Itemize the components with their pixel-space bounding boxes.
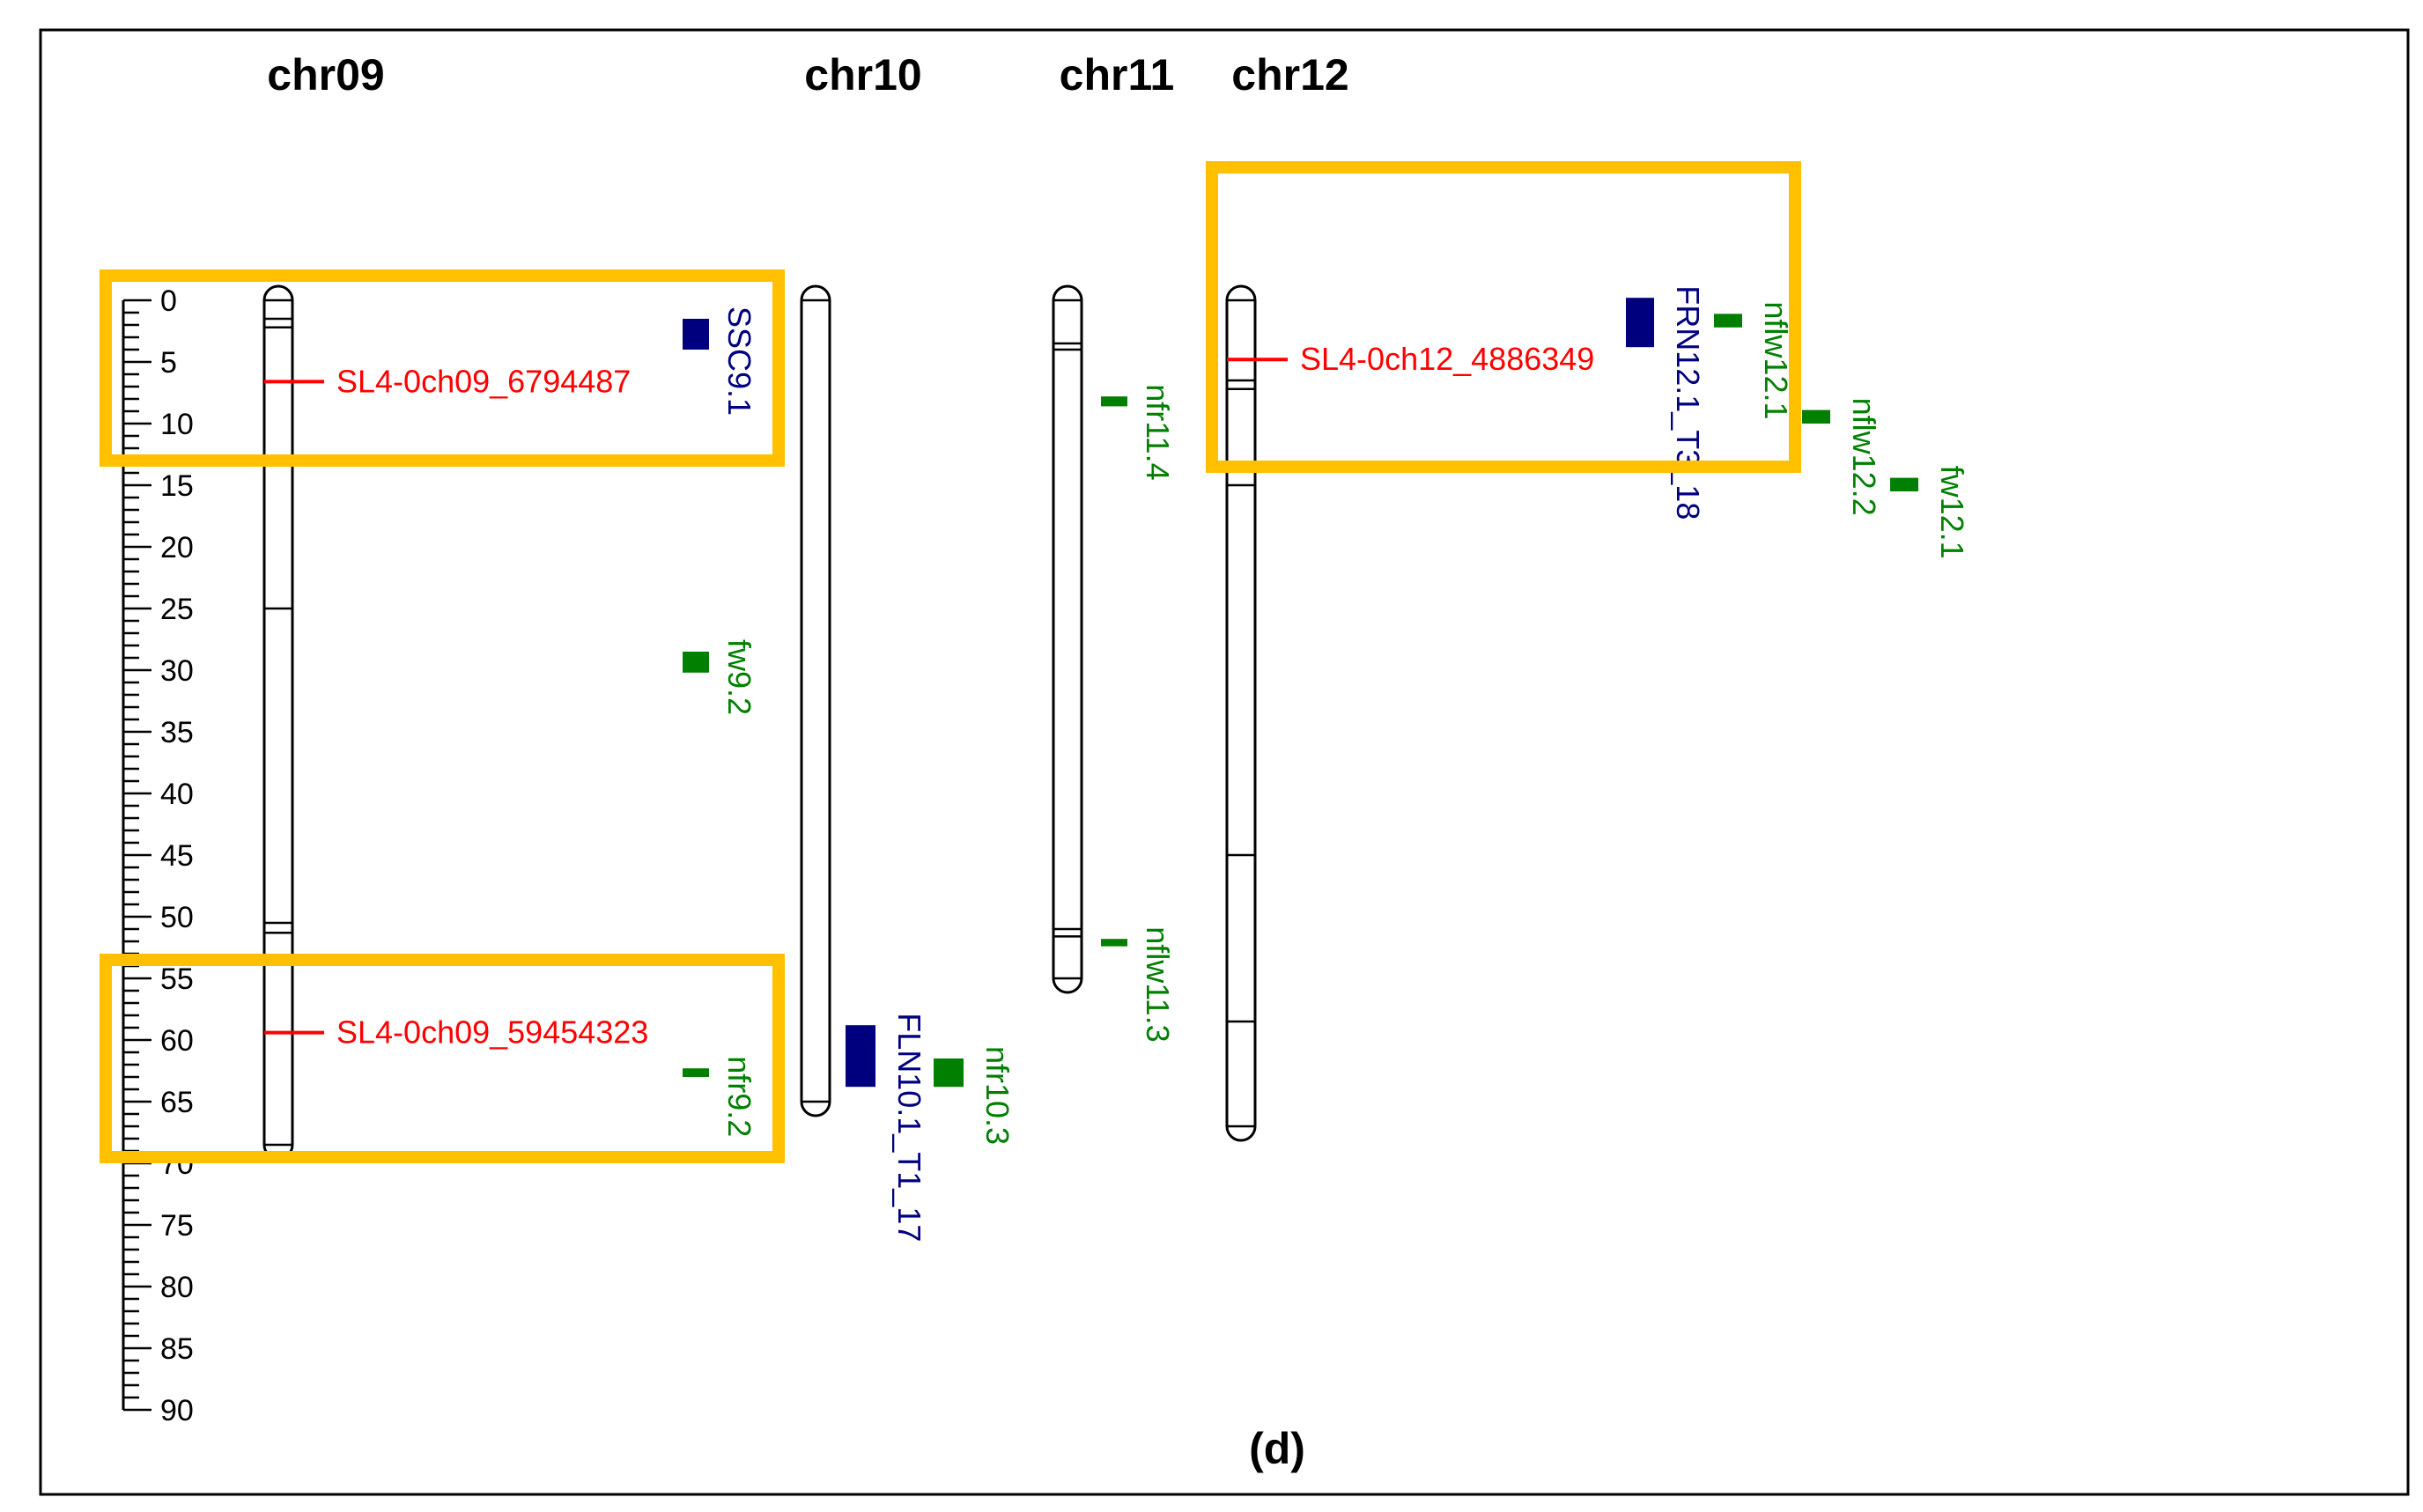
qtl-bar	[683, 1068, 709, 1077]
qtl-label: FLN10.1_T1_17	[891, 1013, 927, 1242]
scale-tick-label: 0	[160, 284, 177, 318]
qtl-bar	[1714, 313, 1742, 328]
scale-tick-label: 75	[160, 1209, 194, 1243]
qtl-label: fw9.2	[721, 639, 757, 715]
highlight-box	[100, 269, 785, 467]
scale-tick-label: 45	[160, 839, 194, 873]
chromosome-chr11: chr11 nfr11.4 nflw11.3	[1052, 50, 1176, 1043]
scale-tick-label: 20	[160, 531, 194, 564]
qtl-label: SSC9.1	[721, 306, 757, 416]
chromosome-bar	[800, 284, 831, 1117]
scale-tick-label: 50	[160, 901, 194, 934]
scale-tick-label: 35	[160, 716, 194, 749]
qtl-label: nfr10.3	[979, 1046, 1016, 1145]
qtl-label: fw12.1	[1934, 466, 1970, 559]
marker-label: SL4-0ch09_6794487	[336, 363, 631, 399]
qtl-label: nflw11.3	[1140, 926, 1176, 1042]
scale-tick-label: 80	[160, 1271, 194, 1304]
qtl-bar	[934, 1058, 964, 1088]
qtl-bar	[1626, 298, 1654, 348]
chromosome-bar	[262, 284, 294, 1161]
scale-tick-label: 25	[160, 593, 194, 626]
marker-label: SL4-0ch12_4886349	[1300, 341, 1594, 377]
chromosome-bar	[1052, 284, 1083, 994]
chromosome-title: chr12	[1231, 50, 1348, 100]
scale-tick-label: 60	[160, 1024, 194, 1058]
qtl-label: nflw12.1	[1758, 301, 1794, 419]
qtl-bar	[683, 319, 709, 350]
scale-tick-label: 30	[160, 654, 194, 688]
marker-label: SL4-0ch09_59454323	[336, 1014, 648, 1051]
qtl-bar	[1101, 939, 1127, 947]
scale-tick-label: 5	[160, 346, 177, 380]
chromosome-bar	[1225, 284, 1257, 1142]
qtl-bar	[846, 1025, 875, 1088]
scale-tick-label: 40	[160, 778, 194, 811]
scale-tick-label: 15	[160, 469, 194, 503]
scale-tick-label: 55	[160, 963, 194, 996]
qtl-bar	[1890, 477, 1918, 491]
qtl-bar	[1101, 396, 1127, 407]
chromosome-title: chr09	[267, 50, 384, 100]
frame-border	[39, 28, 2410, 1496]
chromosome-group: chr09SL4-0ch09_6794487SL4-0ch09_59454323…	[262, 50, 1970, 1242]
scale-tick-label: 10	[160, 408, 194, 441]
scale-tick-label: 90	[160, 1394, 194, 1427]
qtl-label: nfr11.4	[1140, 384, 1176, 480]
qtl-label: FRN12.1_T3_18	[1670, 285, 1706, 520]
chromosome-title: chr11	[1060, 50, 1175, 100]
qtl-label: nfr9.2	[721, 1056, 757, 1137]
scale-tick-label: 65	[160, 1086, 194, 1119]
scale-tick-label: 85	[160, 1332, 194, 1366]
panel-label: (d)	[1249, 1424, 1305, 1473]
highlight-box	[100, 954, 785, 1163]
highlight-box	[1206, 161, 1801, 473]
chromosome-title: chr10	[804, 50, 921, 100]
qtl-label: nflw12.2	[1846, 398, 1882, 516]
qtl-bar	[683, 652, 709, 673]
chromosome-chr09: chr09SL4-0ch09_6794487SL4-0ch09_59454323…	[262, 50, 757, 1161]
qtl-bar	[1802, 409, 1830, 424]
highlight-box-group	[100, 161, 1801, 1163]
